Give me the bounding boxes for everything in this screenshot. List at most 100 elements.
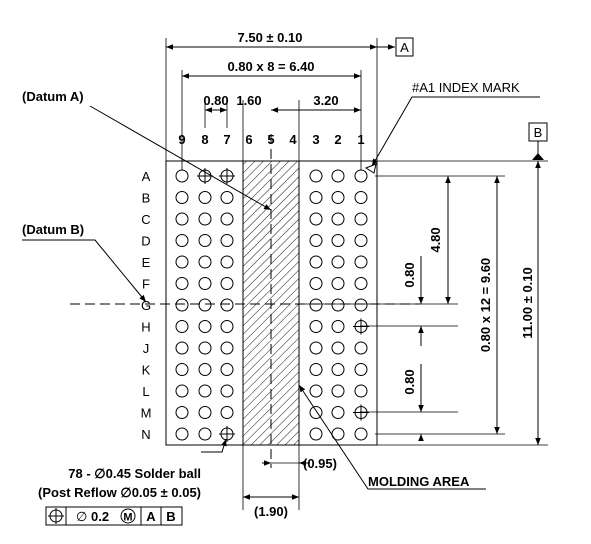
solder-ball bbox=[175, 427, 189, 441]
row-pitch-a-label: 0.80 bbox=[402, 262, 417, 287]
solder-ball bbox=[175, 384, 189, 398]
solder-ball bbox=[198, 427, 212, 441]
row-label: C bbox=[141, 212, 150, 227]
solder-ball bbox=[354, 169, 368, 183]
solder-ball bbox=[175, 234, 189, 247]
solder-ball bbox=[331, 255, 345, 269]
solder-ball bbox=[309, 320, 323, 333]
column-label: 4 bbox=[289, 132, 297, 147]
column-label: 8 bbox=[201, 132, 208, 147]
solder-ball bbox=[354, 427, 368, 441]
solder-ball bbox=[331, 234, 345, 247]
datum-a-leader bbox=[89, 105, 272, 211]
pitch-cols-label: 0.80 x 8 = 6.40 bbox=[227, 59, 314, 74]
width-total-label: 7.50 ± 0.10 bbox=[238, 30, 303, 45]
row-label: B bbox=[142, 191, 151, 206]
solder-ball bbox=[175, 406, 189, 419]
datum-ref-1: A bbox=[146, 509, 156, 524]
column-label: 7 bbox=[223, 132, 230, 147]
solder-ball bbox=[220, 298, 234, 312]
solder-ball bbox=[331, 169, 345, 183]
mmc-modifier-icon bbox=[120, 508, 136, 524]
solder-ball bbox=[198, 384, 212, 398]
solder-ball-leader bbox=[201, 438, 227, 453]
solder-ball bbox=[354, 298, 368, 312]
solder-ball bbox=[198, 234, 212, 247]
solder-ball bbox=[175, 277, 189, 290]
row-label: N bbox=[141, 427, 150, 442]
solder-ball bbox=[309, 277, 323, 290]
ball-grid bbox=[175, 168, 369, 442]
solder-ball bbox=[198, 406, 212, 419]
row-label: H bbox=[141, 320, 150, 335]
row-label: L bbox=[142, 384, 149, 399]
solder-ball bbox=[354, 341, 368, 355]
solder-ball bbox=[198, 212, 212, 226]
molding-offset-label: (0.95) bbox=[303, 456, 337, 471]
solder-ball bbox=[309, 363, 323, 376]
solder-ball bbox=[175, 212, 189, 226]
tolerance-value: 0.2 bbox=[91, 509, 109, 524]
row-label: A bbox=[142, 169, 151, 184]
molding-width-label: (1.90) bbox=[254, 504, 288, 519]
post-reflow-label: (Post Reflow ∅0.05 ± 0.05) bbox=[38, 485, 201, 500]
solder-ball bbox=[198, 341, 212, 355]
datum-b-leader bbox=[22, 239, 147, 303]
solder-ball bbox=[198, 363, 212, 376]
solder-ball bbox=[331, 212, 345, 226]
solder-ball bbox=[220, 341, 234, 355]
solder-ball bbox=[309, 341, 323, 355]
a1-index-leader bbox=[371, 96, 540, 167]
solder-ball bbox=[331, 191, 345, 204]
datum-a-box bbox=[395, 37, 414, 57]
gap-label: 1.60 bbox=[236, 93, 261, 108]
solder-ball bbox=[309, 255, 323, 269]
datum-b-letter: B bbox=[534, 125, 543, 140]
solder-ball bbox=[331, 277, 345, 290]
solder-ball bbox=[175, 191, 189, 204]
column-label: 3 bbox=[312, 132, 319, 147]
solder-ball bbox=[175, 341, 189, 355]
datum-a-letter: A bbox=[400, 40, 409, 55]
tolerance-frame: ∅ 0.2 M A B bbox=[45, 506, 183, 526]
datum-b-label: (Datum B) bbox=[22, 222, 84, 237]
solder-ball bbox=[354, 191, 368, 204]
solder-ball bbox=[331, 341, 345, 355]
solder-ball bbox=[309, 427, 323, 441]
a1-index-label: #A1 INDEX MARK bbox=[412, 80, 520, 95]
solder-ball bbox=[331, 384, 345, 398]
solder-ball bbox=[354, 384, 368, 398]
solder-ball bbox=[331, 298, 345, 312]
a1-index-mark bbox=[364, 163, 377, 174]
solder-ball bbox=[175, 169, 189, 183]
solder-ball bbox=[220, 363, 234, 376]
right-span-label: 3.20 bbox=[313, 93, 338, 108]
solder-ball bbox=[331, 406, 345, 419]
solder-ball bbox=[354, 363, 368, 376]
molding-area-leader bbox=[298, 384, 486, 490]
solder-ball bbox=[309, 234, 323, 247]
half-height-label: 4.80 bbox=[428, 227, 443, 252]
diameter-symbol: ∅ bbox=[76, 509, 87, 524]
row-label: G bbox=[141, 298, 151, 313]
solder-ball bbox=[354, 234, 368, 247]
solder-ball bbox=[175, 298, 189, 312]
solder-ball bbox=[309, 384, 323, 398]
solder-ball bbox=[198, 320, 212, 333]
solder-ball bbox=[309, 169, 323, 183]
solder-ball bbox=[309, 298, 323, 312]
solder-ball bbox=[220, 320, 234, 333]
solder-ball bbox=[220, 277, 234, 290]
solder-ball bbox=[220, 255, 234, 269]
solder-ball bbox=[175, 255, 189, 269]
row-label: M bbox=[141, 406, 152, 421]
solder-ball bbox=[331, 363, 345, 376]
datum-ref-2: B bbox=[166, 509, 175, 524]
solder-ball-label: 78 - ∅0.45 Solder ball bbox=[68, 466, 201, 481]
mmc-modifier-letter: M bbox=[123, 512, 132, 524]
solder-ball bbox=[220, 191, 234, 204]
molding-area-label: MOLDING AREA bbox=[368, 474, 470, 489]
